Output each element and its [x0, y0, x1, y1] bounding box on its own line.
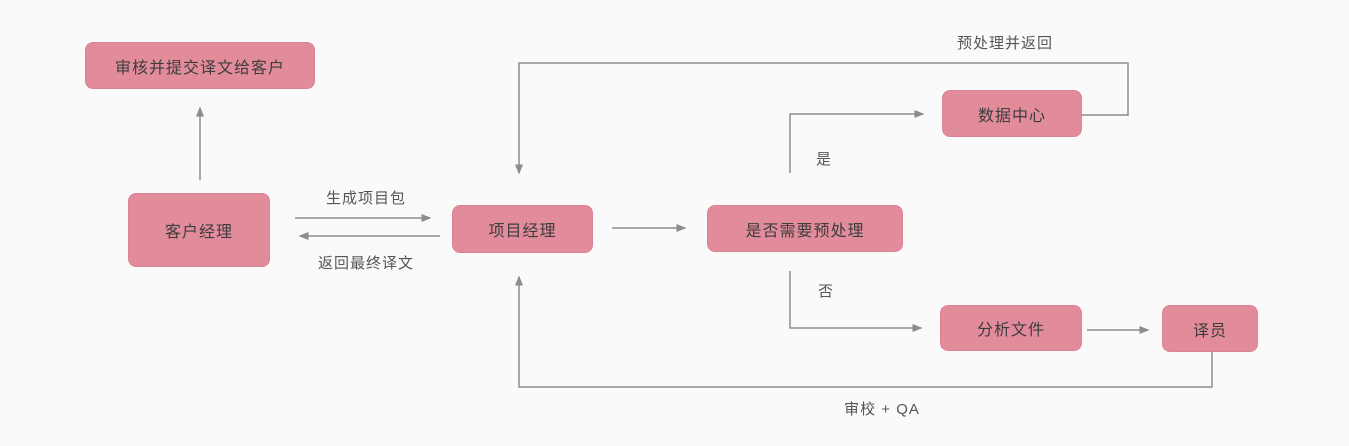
node-account-manager[interactable]: 客户经理	[128, 193, 270, 267]
edge-no-to-analyze-files	[789, 271, 923, 332]
node-project-manager[interactable]: 项目经理	[452, 205, 593, 253]
node-data-center[interactable]: 数据中心	[942, 90, 1082, 137]
node-review-submit[interactable]: 审核并提交译文给客户	[85, 42, 315, 89]
edge-review-qa-feedback	[515, 275, 1213, 388]
edge-label-review-qa: 审校 + QA	[844, 401, 920, 418]
node-decision-preprocess[interactable]: 是否需要预处理	[707, 205, 903, 252]
edge-label-preprocess-return: 预处理并返回	[956, 35, 1054, 52]
edge-label-yes: 是	[815, 151, 833, 168]
node-translator[interactable]: 译员	[1162, 305, 1258, 352]
edge-yes-to-data-center	[789, 110, 925, 173]
node-analyze-files[interactable]: 分析文件	[940, 305, 1082, 351]
edge-label-generate-package: 生成项目包	[325, 190, 407, 207]
edge-preprocess-return-feedback	[515, 62, 1129, 175]
edge-label-no: 否	[817, 283, 835, 300]
edge-label-return-final: 返回最终译文	[317, 255, 415, 272]
